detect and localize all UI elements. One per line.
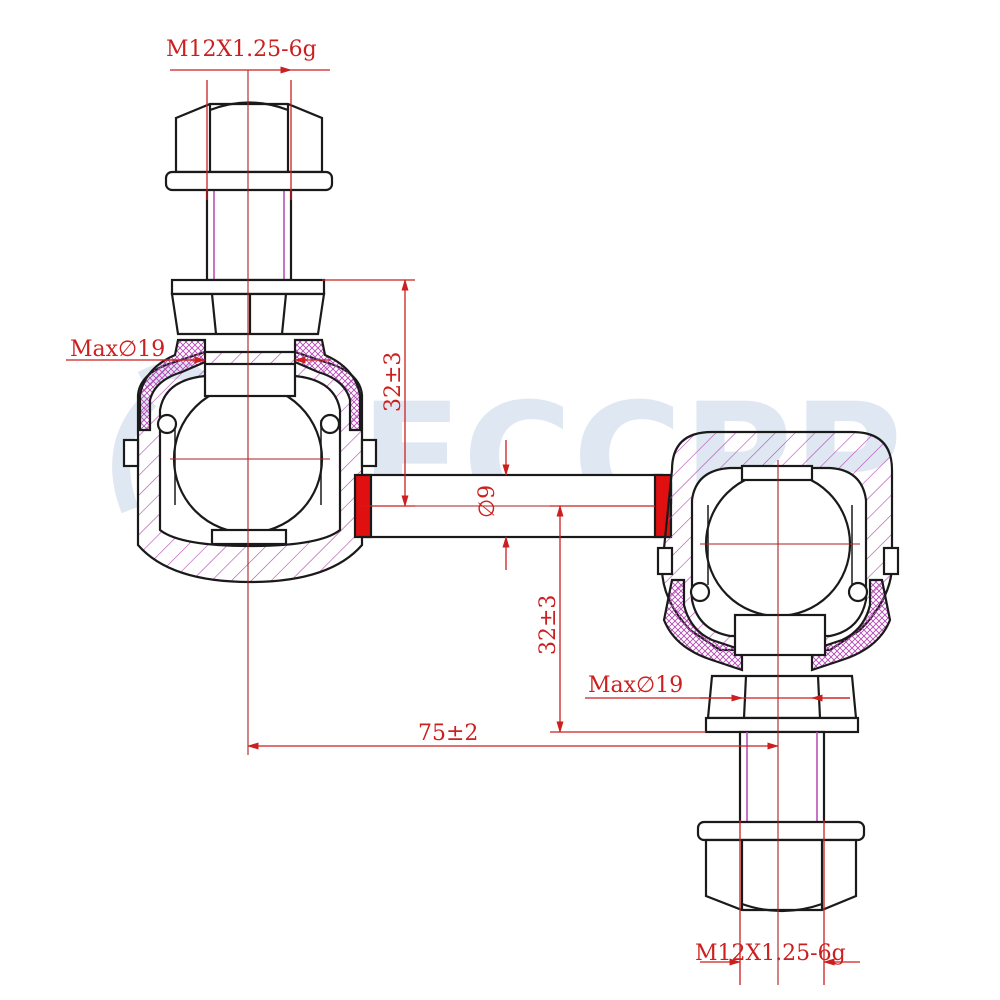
left-stud-shaft [205, 186, 293, 282]
center-lines [170, 70, 860, 985]
right-ball-joint [656, 430, 900, 913]
rod-dia-label: ∅9 [475, 485, 500, 518]
right-hex-nut [696, 820, 866, 913]
thread-bottom-label: M12X1.25-6g [695, 941, 846, 966]
dimensions [66, 66, 860, 985]
right-seal-boot [662, 578, 892, 672]
right-collar-nut [704, 674, 860, 734]
height-left-label: 32±3 [381, 352, 406, 412]
thread-top-label: M12X1.25-6g [166, 37, 317, 62]
max-dia-bottom-label: Max∅19 [588, 673, 683, 698]
dimension-labels: M12X1.25-6g M12X1.25-6g Max∅19 Max∅19 32… [70, 37, 846, 966]
left-hex-nut [164, 101, 334, 192]
max-dia-top-label: Max∅19 [70, 337, 165, 362]
center-distance-label: 75±2 [418, 721, 478, 746]
height-right-label: 32±3 [536, 595, 561, 655]
